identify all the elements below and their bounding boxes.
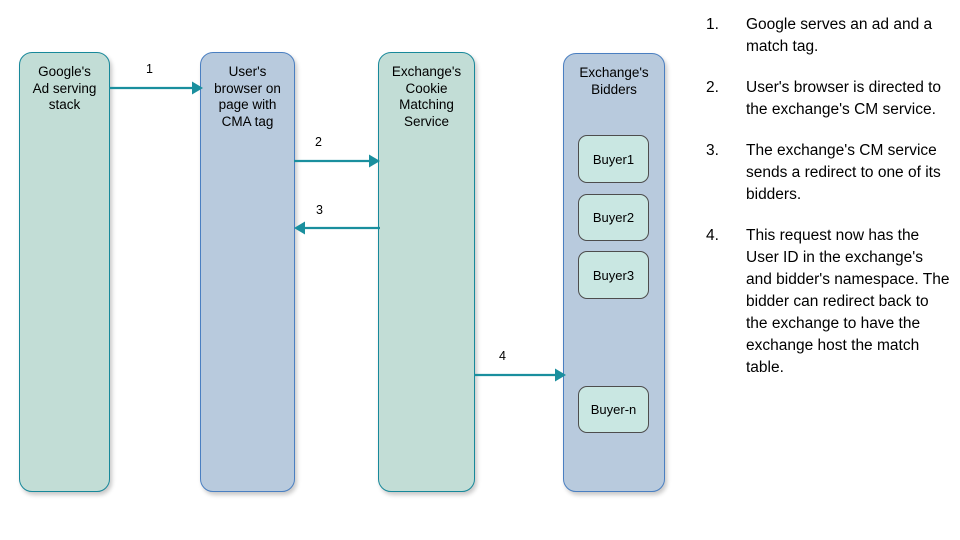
lane-google-ad-serving-stack: Google's Ad serving stack — [19, 52, 110, 492]
lane-label-google-ad-serving-stack: Google's Ad serving stack — [32, 64, 97, 112]
step-text-1: Google serves an ad and a match tag. — [746, 16, 933, 55]
step-item-4: 4. This request now has the User ID in t… — [706, 225, 952, 379]
lane-label-exchange-cookie-matching-service: Exchange's Cookie Matching Service — [391, 64, 462, 129]
step-item-1: 1. Google serves an ad and a match tag. — [706, 14, 952, 58]
lane-label-exchange-bidders: Exchange's Bidders — [579, 65, 649, 97]
lane-exchange-bidders: Exchange's Bidders Buyer1 Buyer2 Buyer3 … — [563, 53, 665, 492]
step-number-4: 4. — [706, 227, 719, 244]
lane-label-users-browser: User's browser on page with CMA tag — [214, 64, 281, 129]
buyer-label-n: Buyer-n — [590, 402, 637, 417]
arrow-label-3: 3 — [316, 203, 323, 217]
arrow-2 — [294, 154, 380, 168]
steps-list: 1. Google serves an ad and a match tag. … — [706, 14, 952, 398]
arrow-label-4: 4 — [499, 349, 506, 363]
buyer-box-1[interactable]: Buyer1 — [578, 135, 649, 183]
step-number-1: 1. — [706, 16, 719, 33]
buyer-label-3: Buyer3 — [592, 267, 635, 283]
buyer-box-3[interactable]: Buyer3 — [578, 251, 649, 299]
lane-exchange-cookie-matching-service: Exchange's Cookie Matching Service — [378, 52, 475, 492]
arrow-1 — [109, 81, 203, 95]
step-text-3: The exchange's CM service sends a redire… — [746, 142, 941, 203]
arrow-label-2: 2 — [315, 135, 322, 149]
step-text-2: User's browser is directed to the exchan… — [746, 79, 942, 118]
step-item-2: 2. User's browser is directed to the exc… — [706, 77, 952, 121]
arrow-label-1: 1 — [146, 62, 153, 76]
buyer-box-n[interactable]: Buyer-n — [578, 386, 649, 433]
buyer-box-2[interactable]: Buyer2 — [578, 194, 649, 241]
buyer-label-1: Buyer1 — [592, 151, 635, 167]
buyer-label-2: Buyer2 — [592, 210, 635, 225]
step-text-4: This request now has the User ID in the … — [746, 227, 950, 376]
step-number-2: 2. — [706, 79, 719, 96]
lane-users-browser: User's browser on page with CMA tag — [200, 52, 295, 492]
arrow-4 — [474, 368, 566, 382]
step-number-3: 3. — [706, 142, 719, 159]
step-item-3: 3. The exchange's CM service sends a red… — [706, 140, 952, 206]
arrow-3 — [294, 221, 380, 235]
